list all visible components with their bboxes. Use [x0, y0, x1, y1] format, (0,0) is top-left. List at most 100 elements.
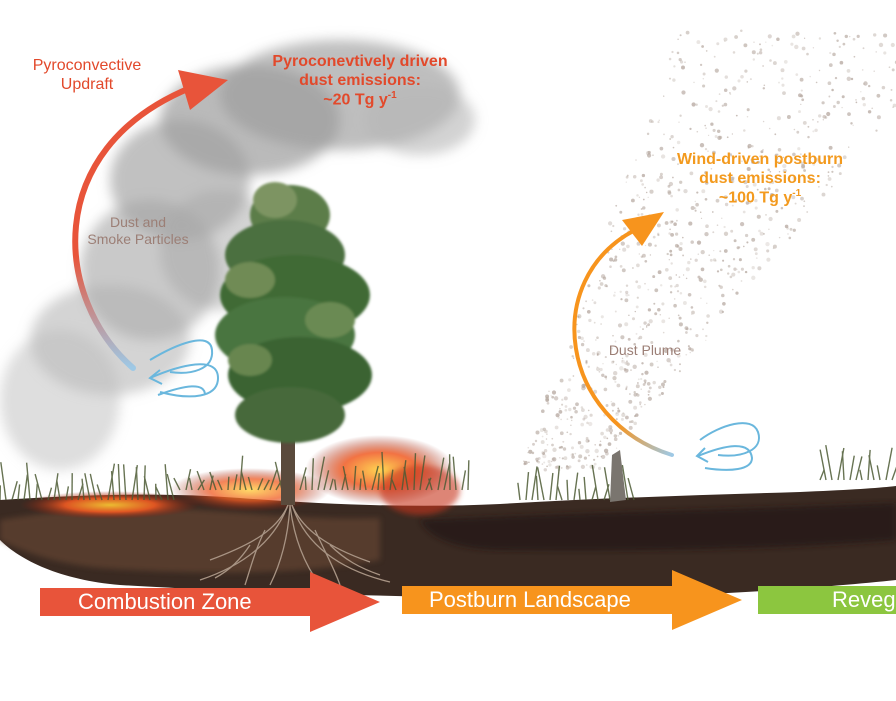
dust-speck [668, 77, 672, 80]
dust-speck [841, 95, 845, 99]
grass-blade [428, 478, 433, 491]
dust-speck [675, 274, 678, 276]
grass-blade [209, 471, 217, 491]
dust-speck [721, 310, 725, 314]
dust-speck [593, 458, 596, 461]
dust-speck [661, 302, 665, 306]
dust-speck [591, 352, 596, 356]
dust-speck [679, 114, 682, 117]
dust-speck [784, 224, 789, 229]
pyroconvective-updraft-arrow [72, 70, 228, 371]
dust-speck [699, 143, 705, 148]
dust-speck [795, 31, 800, 36]
dust-speck [756, 214, 761, 219]
dust-speck [667, 189, 672, 194]
dust-speck [702, 279, 707, 284]
dust-speck [669, 228, 671, 231]
dust-speck [586, 421, 589, 425]
grass-blade [531, 466, 538, 501]
dust-speck [723, 231, 729, 236]
grass-blade [34, 473, 43, 501]
dust-speck [609, 432, 613, 435]
dust-speck [806, 52, 809, 56]
grass-blade [342, 466, 349, 491]
dust-speck [647, 288, 650, 291]
dust-speck [659, 146, 664, 151]
dust-speck [557, 416, 560, 419]
dust-speck [572, 406, 577, 410]
dust-speck [767, 168, 771, 172]
label-pyro-dust-emissions: Pyroconevtively driven dust emissions: ~… [245, 52, 475, 110]
dust-speck [776, 37, 780, 42]
dust-speck [861, 96, 866, 101]
dust-speck [729, 92, 731, 94]
dust-speck [652, 380, 656, 385]
dust-speck [576, 329, 581, 334]
label-wind-emissions-line2: dust emissions: [699, 170, 821, 188]
label-dust-smoke-line1: Dust and [109, 214, 167, 230]
dust-speck [605, 378, 608, 380]
dust-speck [635, 305, 639, 309]
grass-blade [855, 456, 863, 481]
dust-speck [790, 42, 794, 46]
dust-speck [685, 267, 690, 272]
dust-speck [637, 213, 640, 216]
dust-speck [642, 347, 645, 350]
dust-speck [644, 370, 649, 375]
grass-blade [216, 479, 223, 491]
dust-speck [754, 198, 758, 203]
dust-speck [703, 285, 707, 289]
dust-speck [641, 253, 646, 258]
dust-speck [640, 207, 643, 211]
dust-speck [648, 319, 653, 324]
dust-speck [764, 187, 767, 191]
dust-speck [745, 184, 749, 189]
grass-blade [209, 475, 214, 491]
dust-speck [678, 370, 681, 373]
wind-driven-arrow [572, 212, 674, 457]
dust-speck [688, 347, 692, 351]
dust-speck [721, 217, 723, 219]
dust-speck [624, 368, 629, 373]
dust-speck [832, 105, 836, 108]
dust-speck [598, 370, 601, 373]
dust-speck [697, 253, 700, 255]
dust-speck [783, 60, 788, 64]
dust-speck [766, 257, 771, 262]
grass-blade [371, 465, 379, 491]
dust-speck [611, 360, 615, 364]
dust-speck [729, 275, 733, 279]
grass-blade [437, 457, 445, 491]
dust-speck [744, 233, 749, 238]
dust-speck [577, 441, 582, 445]
dust-speck [810, 162, 812, 164]
dust-speck [610, 230, 613, 233]
dust-speck [801, 46, 806, 51]
dust-speck [861, 69, 864, 71]
dust-speck [719, 268, 723, 272]
dust-speck [564, 408, 568, 412]
dust-speck [756, 160, 760, 164]
dust-speck [601, 454, 606, 459]
grass-blade [110, 470, 115, 501]
dust-speck [762, 87, 766, 90]
dust-speck [563, 396, 568, 401]
dust-speck [673, 65, 676, 68]
dust-speck [545, 397, 550, 401]
dust-speck [649, 254, 652, 256]
dust-speck [542, 452, 546, 455]
dust-speck [654, 288, 659, 293]
dust-speck [828, 95, 831, 98]
dust-speck [567, 388, 571, 392]
dust-speck [847, 112, 851, 116]
grass-blade [867, 449, 871, 481]
dust-speck [842, 42, 846, 46]
dust-speck [620, 241, 625, 246]
dust-speck [644, 282, 646, 285]
dust-speck [658, 393, 662, 397]
dust-speck [863, 81, 868, 86]
dust-speck [705, 50, 708, 52]
dust-speck [659, 175, 664, 180]
dust-speck [799, 77, 804, 82]
dust-speck [719, 250, 722, 253]
